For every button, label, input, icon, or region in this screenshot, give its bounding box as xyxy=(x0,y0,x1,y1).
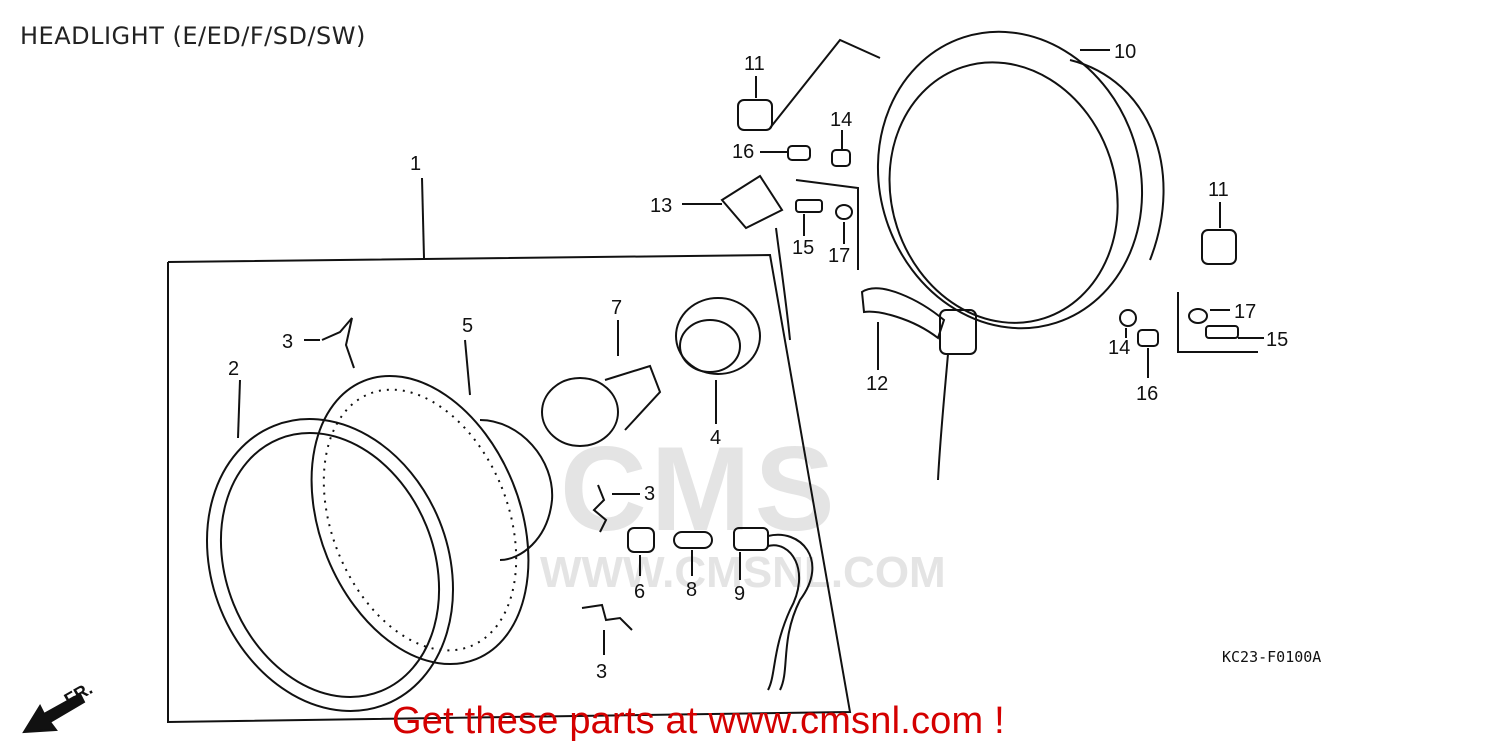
clip-middle xyxy=(592,484,608,533)
callout-17-left: 17 xyxy=(828,245,850,267)
callout-2: 2 xyxy=(228,358,239,380)
callout-17-right: 17 xyxy=(1234,301,1256,323)
callout-14-left: 14 xyxy=(830,109,852,131)
callout-8: 8 xyxy=(686,579,697,601)
assembly-bracket xyxy=(167,253,852,724)
front-direction-arrow xyxy=(22,692,86,734)
callout-1: 1 xyxy=(410,153,421,175)
headlight-case-part xyxy=(876,30,1144,330)
bulb-glass xyxy=(541,377,619,447)
clip-lower xyxy=(581,603,633,631)
callout-12: 12 xyxy=(866,373,888,395)
clip-upper xyxy=(321,317,355,369)
callout-3-lower: 3 xyxy=(596,661,607,683)
promo-link[interactable]: Get these parts at www.cmsnl.com ! xyxy=(392,700,1005,742)
callout-3-upper: 3 xyxy=(282,331,293,353)
socket-spring xyxy=(675,297,761,375)
callout-5: 5 xyxy=(462,315,473,337)
callout-6: 6 xyxy=(634,581,645,603)
watermark-logo: CMS xyxy=(560,422,839,556)
callout-13: 13 xyxy=(650,195,672,217)
callout-9: 9 xyxy=(734,583,745,605)
callout-15-right: 15 xyxy=(1266,329,1288,351)
mount-bracket-left xyxy=(720,174,784,230)
reflector-unit-part xyxy=(310,374,530,666)
rim-ring-part xyxy=(206,418,454,712)
callout-4: 4 xyxy=(710,427,721,449)
collar-right xyxy=(1201,229,1237,265)
callout-3-middle: 3 xyxy=(644,483,655,505)
diagram-title: HEADLIGHT (E/ED/F/SD/SW) xyxy=(20,22,366,50)
callout-10: 10 xyxy=(1114,41,1136,63)
diagram-code: KC23-F0100A xyxy=(1222,648,1322,666)
watermark-url: WWW.CMSNL.COM xyxy=(540,548,946,597)
callout-16-left: 16 xyxy=(732,141,754,163)
callout-11-left: 11 xyxy=(744,53,765,75)
collar-left xyxy=(737,99,773,131)
callout-labels: 1 2 3 3 3 4 5 6 7 8 9 10 11 11 12 13 14 … xyxy=(228,41,1288,683)
callout-16-right: 16 xyxy=(1136,383,1158,405)
callout-7: 7 xyxy=(611,297,622,319)
callout-14-right: 14 xyxy=(1108,337,1130,359)
mount-band xyxy=(860,287,946,340)
callout-15-left: 15 xyxy=(792,237,814,259)
callout-11-right: 11 xyxy=(1208,179,1229,201)
